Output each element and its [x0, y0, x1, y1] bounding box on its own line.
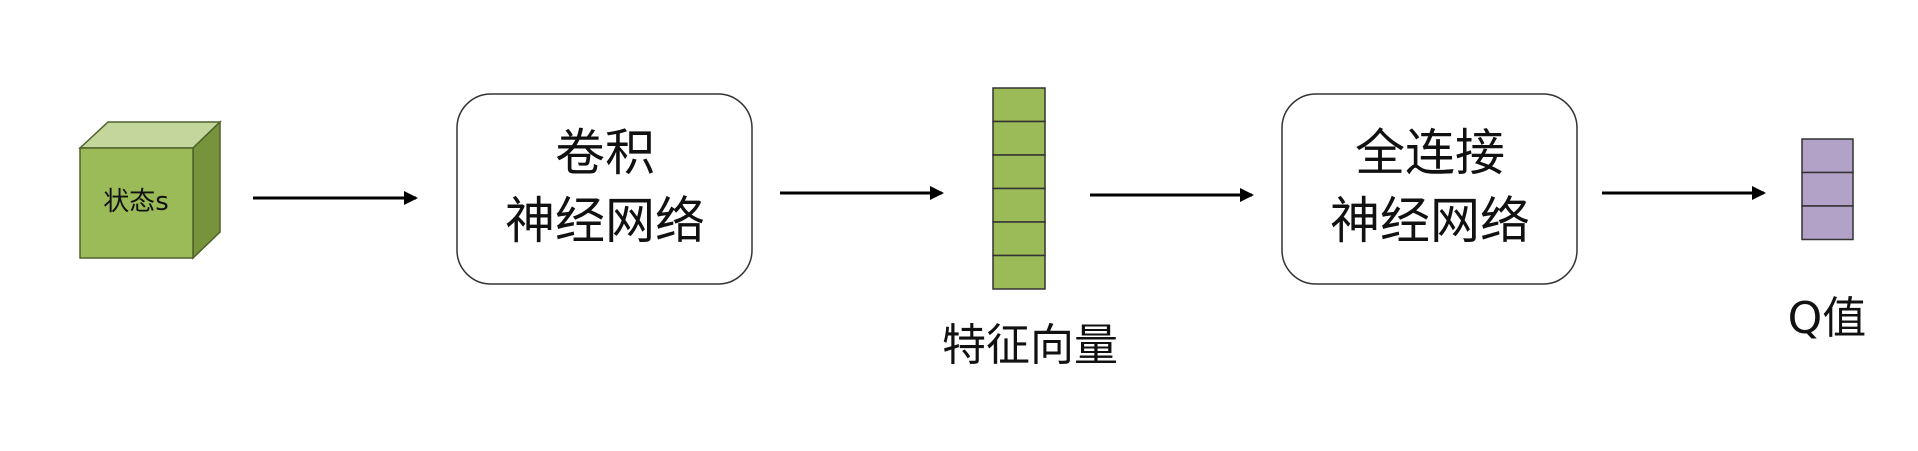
- feature-vector: [992, 87, 1046, 290]
- feature-vector-label: 特征向量: [942, 320, 1118, 371]
- feature-vector-cell: [992, 187, 1046, 223]
- q-value-cell: [1801, 171, 1854, 207]
- q-value-cell: [1801, 138, 1854, 174]
- q-values: [1801, 138, 1854, 241]
- cnn-line2: 神经网络: [505, 192, 705, 250]
- fc-box-frame: [1281, 93, 1578, 285]
- q-value-cell: [1801, 205, 1854, 241]
- feature-vector-cell: [992, 254, 1046, 290]
- state-label: 状态s: [103, 187, 169, 217]
- state-cube: 状态s: [78, 120, 222, 260]
- feature-vector-cell: [992, 221, 1046, 257]
- fc-box: 全连接 神经网络: [1281, 93, 1578, 285]
- cnn-box: 卷积 神经网络: [456, 93, 753, 285]
- q-values-label: Q值: [1788, 293, 1867, 344]
- fc-line2: 神经网络: [1330, 192, 1530, 250]
- feature-vector-cell: [992, 87, 1046, 123]
- fc-line1: 全连接: [1355, 124, 1505, 182]
- feature-vector-cell: [992, 120, 1046, 156]
- cube-front-face: [79, 147, 194, 259]
- cnn-box-frame: [456, 93, 753, 285]
- cnn-line1: 卷积: [555, 124, 655, 182]
- feature-vector-cell: [992, 154, 1046, 190]
